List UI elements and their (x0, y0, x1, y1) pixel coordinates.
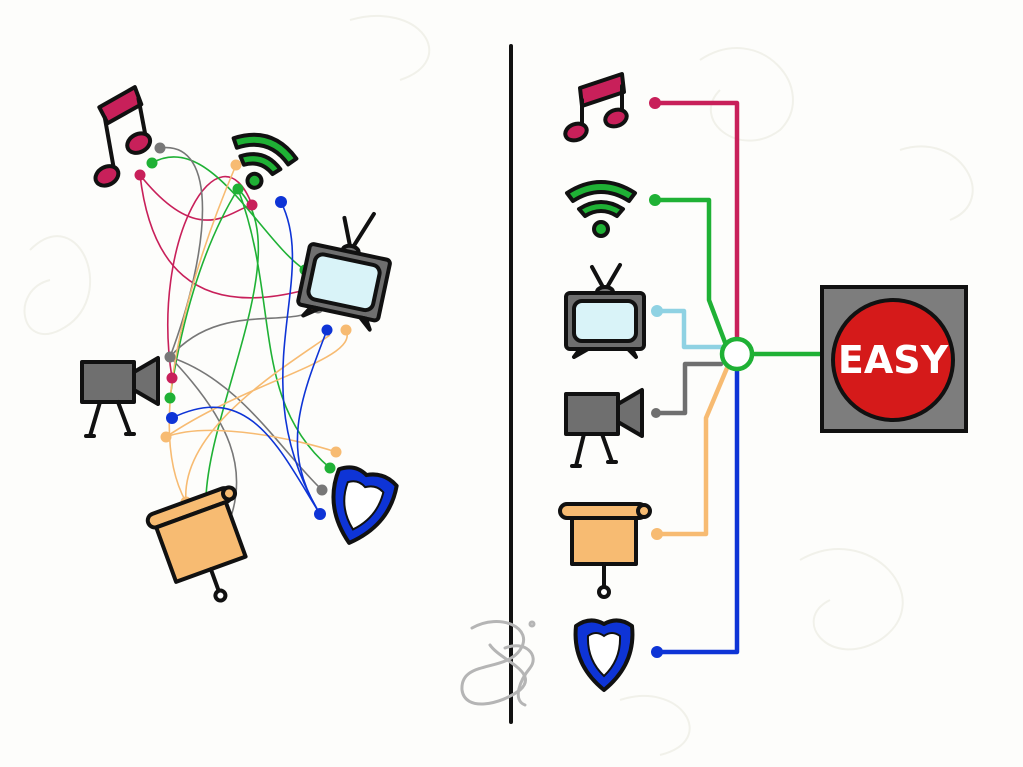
easy-button[interactable]: EASY (820, 285, 968, 433)
tangled-wires (139, 146, 348, 526)
shield-icon (573, 618, 635, 692)
tv-icon (296, 211, 392, 332)
hub-circle-icon (719, 336, 755, 372)
projector-screen-icon (558, 502, 652, 599)
signature-scribble-icon (460, 620, 536, 707)
tv-icon (564, 263, 646, 359)
wifi-icon (565, 180, 637, 238)
easy-button-label: EASY (838, 338, 949, 382)
music-note-icon (563, 72, 629, 143)
background-doodles (23, 14, 974, 756)
video-camera-icon (80, 356, 160, 438)
projector-screen-icon (145, 485, 248, 603)
video-camera-icon (564, 388, 644, 468)
organized-wires (652, 100, 829, 655)
organized-endpoints (649, 97, 663, 658)
shield-icon (331, 465, 399, 545)
big-red-button-icon (831, 298, 955, 422)
music-note-icon (93, 85, 153, 188)
wifi-icon (231, 132, 299, 190)
